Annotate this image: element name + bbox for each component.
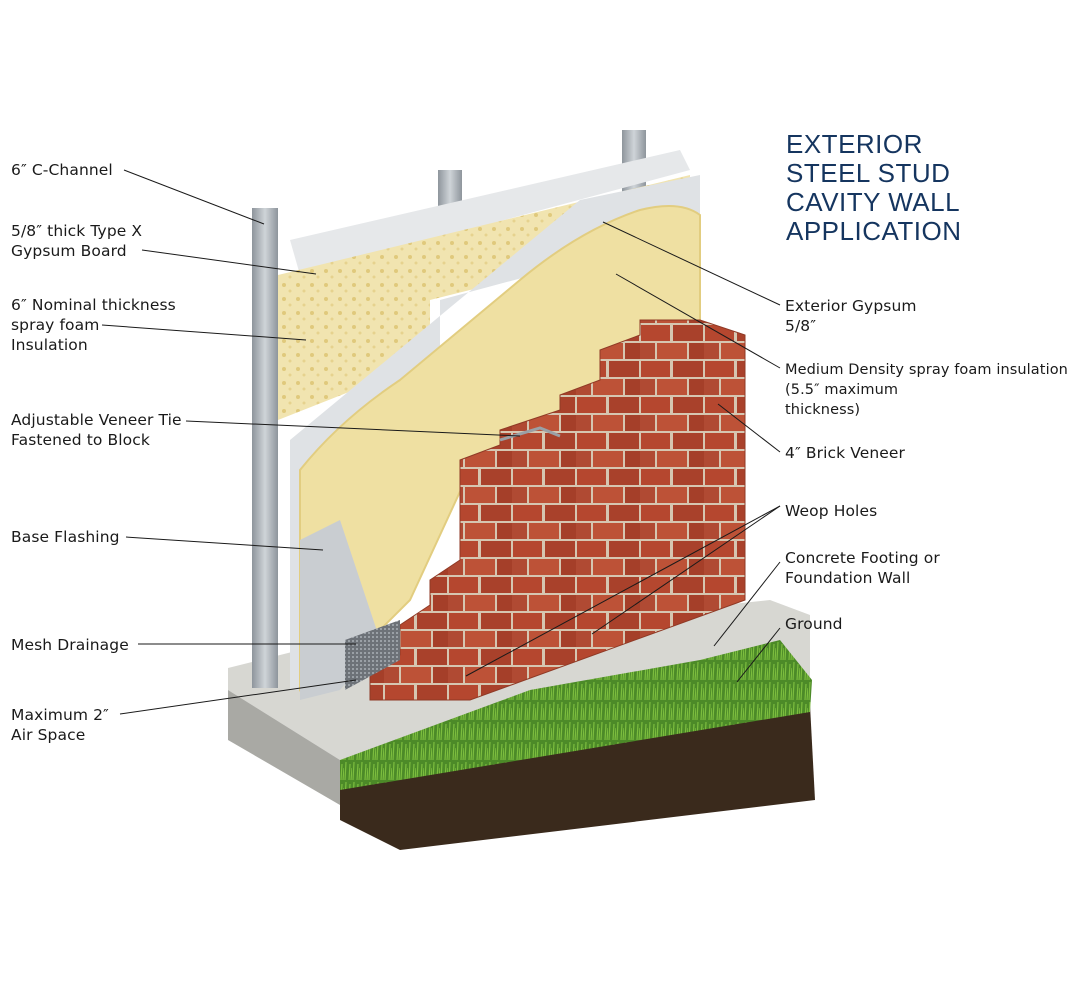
leader-veneer-tie bbox=[185, 420, 521, 437]
leader-ground bbox=[736, 627, 781, 683]
label-concrete-footing: Concrete Footing or Foundation Wall bbox=[785, 548, 940, 588]
leader-brick-veneer bbox=[717, 403, 781, 453]
leader-spray-foam bbox=[101, 324, 307, 341]
label-gypsum-board-line-1: 5/8″ thick Type X bbox=[11, 222, 143, 240]
leader-exterior-gypsum bbox=[602, 221, 781, 306]
interior-gypsum-board bbox=[290, 150, 690, 275]
leader-weep-1 bbox=[465, 505, 781, 677]
label-medium-foam-line-1: Medium Density spray foam insulation bbox=[785, 362, 1068, 378]
steel-studs bbox=[252, 130, 646, 688]
title-line-4: APPLICATION bbox=[786, 216, 962, 246]
label-medium-foam-line-3: thickness) bbox=[785, 402, 861, 418]
leader-concrete bbox=[713, 561, 781, 647]
diagram-title: EXTERIOR STEEL STUD CAVITY WALL APPLICAT… bbox=[786, 130, 962, 246]
leader-air-space bbox=[119, 679, 357, 715]
label-mesh-drainage: Mesh Drainage bbox=[11, 635, 129, 655]
label-exterior-gypsum: Exterior Gypsum 5/8″ bbox=[785, 296, 917, 336]
label-air-space: Maximum 2″ Air Space bbox=[11, 705, 109, 745]
label-brick-veneer-line-1: 4″ Brick Veneer bbox=[785, 444, 906, 462]
title-line-2: STEEL STUD bbox=[786, 158, 951, 188]
label-mesh-drainage-line-1: Mesh Drainage bbox=[11, 636, 129, 654]
label-veneer-tie-line-2: Fastened to Block bbox=[11, 431, 150, 449]
leader-lines bbox=[101, 169, 781, 715]
label-c-channel-line-1: 6″ C-Channel bbox=[11, 161, 113, 179]
label-air-space-line-1: Maximum 2″ bbox=[11, 706, 109, 724]
label-base-flashing-line-1: Base Flashing bbox=[11, 528, 120, 546]
mesh-drainage bbox=[345, 620, 400, 690]
leader-weep-2 bbox=[591, 505, 781, 635]
label-weep-holes-line-1: Weop Holes bbox=[785, 502, 878, 520]
label-c-channel: 6″ C-Channel bbox=[11, 160, 113, 180]
label-veneer-tie-line-1: Adjustable Veneer Tie bbox=[11, 411, 182, 429]
title-line-3: CAVITY WALL bbox=[786, 187, 961, 217]
ground-grass bbox=[340, 640, 815, 850]
label-ground-line-1: Ground bbox=[785, 615, 843, 633]
label-medium-foam-line-2: (5.5″ maximum bbox=[785, 382, 899, 398]
label-medium-density-foam: Medium Density spray foam insulation (5.… bbox=[785, 360, 1068, 420]
label-air-space-line-2: Air Space bbox=[11, 726, 86, 744]
label-spray-foam-line-1: 6″ Nominal thickness bbox=[11, 296, 176, 314]
label-spray-foam-line-2: spray foam bbox=[11, 316, 100, 334]
label-ground: Ground bbox=[785, 614, 843, 634]
label-exterior-gypsum-line-2: 5/8″ bbox=[785, 317, 817, 335]
label-exterior-gypsum-line-1: Exterior Gypsum bbox=[785, 297, 917, 315]
label-spray-foam: 6″ Nominal thickness spray foam Insulati… bbox=[11, 295, 176, 355]
title-line-1: EXTERIOR bbox=[786, 129, 923, 159]
leader-gypsum-board bbox=[141, 249, 317, 275]
leader-base-flashing bbox=[125, 536, 324, 551]
label-gypsum-board: 5/8″ thick Type X Gypsum Board bbox=[11, 221, 142, 261]
label-concrete-footing-line-1: Concrete Footing or bbox=[785, 549, 940, 567]
label-spray-foam-line-3: Insulation bbox=[11, 336, 88, 354]
label-base-flashing: Base Flashing bbox=[11, 527, 120, 547]
label-gypsum-board-line-2: Gypsum Board bbox=[11, 242, 127, 260]
label-veneer-tie: Adjustable Veneer Tie Fastened to Block bbox=[11, 410, 182, 450]
label-concrete-footing-line-2: Foundation Wall bbox=[785, 569, 911, 587]
label-weep-holes: Weop Holes bbox=[785, 501, 877, 521]
leader-medium-foam bbox=[615, 273, 781, 369]
leader-c-channel bbox=[123, 169, 265, 225]
label-brick-veneer: 4″ Brick Veneer bbox=[785, 443, 905, 463]
brick-veneer bbox=[369, 319, 746, 701]
